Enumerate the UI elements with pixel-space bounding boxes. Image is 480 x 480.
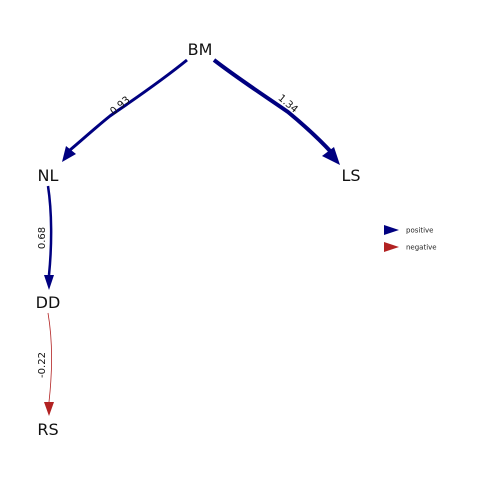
node-ls: LS xyxy=(341,166,360,185)
legend-negative-arrow-icon xyxy=(384,242,399,252)
node-dd: DD xyxy=(36,293,61,312)
edge-label-dd-rs: -0.22 xyxy=(37,352,48,378)
node-nl: NL xyxy=(38,166,59,185)
legend: positive negative xyxy=(384,225,437,252)
edge-bm-ls xyxy=(212,58,340,165)
node-rs: RS xyxy=(37,420,58,439)
legend-negative-label: negative xyxy=(406,244,437,252)
node-bm: BM xyxy=(188,40,213,59)
legend-positive-arrow-icon xyxy=(384,225,399,235)
edge-nl-dd xyxy=(44,185,54,290)
edge-label-bm-nl: 0.93 xyxy=(108,95,132,118)
legend-positive-label: positive xyxy=(406,227,433,235)
arrowhead-bm-ls xyxy=(322,147,340,165)
edge-line-bm-ls xyxy=(212,58,334,155)
edge-line-bm-nl xyxy=(69,58,188,152)
edge-line-dd-rs xyxy=(47,312,52,403)
edge-dd-rs xyxy=(44,312,54,416)
arrowhead-nl-dd xyxy=(44,275,54,290)
arrowhead-bm-nl xyxy=(62,146,76,162)
edge-line-nl-dd xyxy=(46,185,53,276)
edge-bm-nl xyxy=(62,58,188,162)
arrowhead-dd-rs xyxy=(44,402,54,416)
edge-label-nl-dd: 0.68 xyxy=(37,227,48,249)
